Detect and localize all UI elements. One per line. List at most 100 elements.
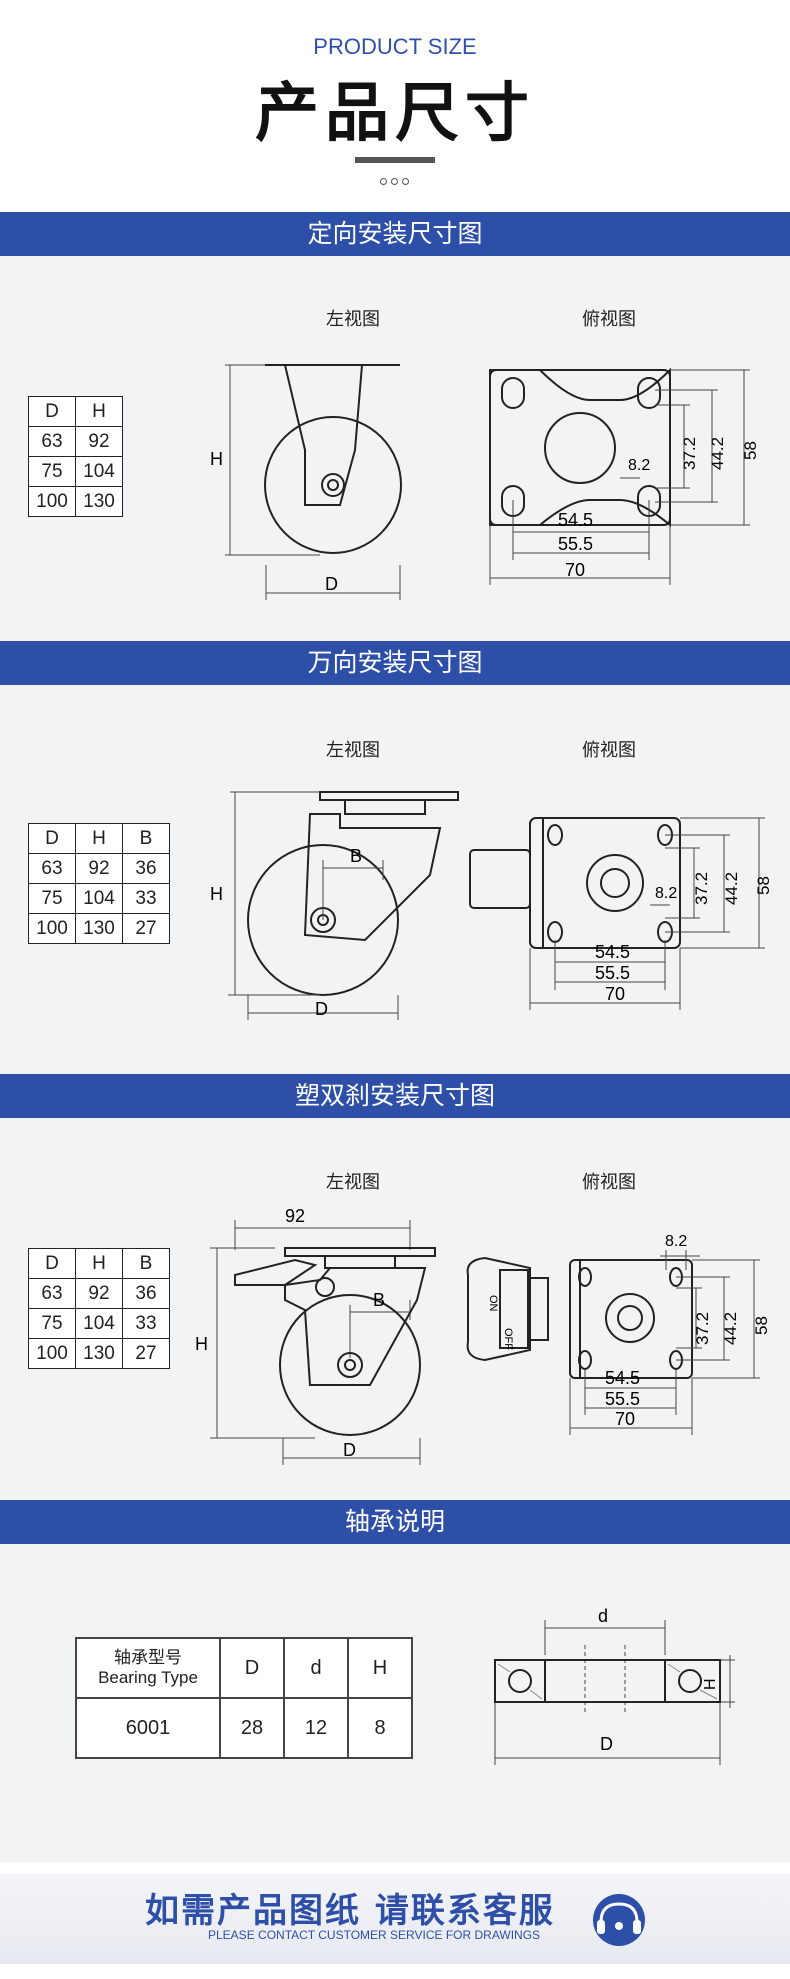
table-cell: 63 xyxy=(28,1278,76,1309)
brake-caster-side-drawing: 92 H D B xyxy=(195,1206,436,1465)
dim-label: 37.2 xyxy=(692,872,711,905)
dim-label: 37.2 xyxy=(693,1312,712,1345)
dim-label: 70 xyxy=(565,560,585,580)
dim-label: 54.5 xyxy=(605,1368,640,1388)
table-header: D xyxy=(28,1248,76,1279)
dim-label: 58 xyxy=(752,1316,770,1335)
table-cell: 104 xyxy=(75,456,123,487)
table-header: B xyxy=(122,1248,170,1279)
dim-label: 92 xyxy=(285,1206,305,1226)
table-cell: 33 xyxy=(122,1308,170,1339)
contact-text: 如需产品图纸 请联系客服 xyxy=(145,1891,555,1931)
table-cell: 75 xyxy=(28,1308,76,1339)
table-cell: 104 xyxy=(75,883,123,914)
title-underline xyxy=(355,157,435,163)
d-label: D xyxy=(343,1440,356,1460)
dim-label: 44.2 xyxy=(708,437,727,470)
h-label: H xyxy=(210,449,223,469)
table-cell: 75 xyxy=(28,456,76,487)
table-cell: 63 xyxy=(28,853,76,884)
table-cell: 36 xyxy=(122,1278,170,1309)
dim-label: 44.2 xyxy=(722,872,741,905)
page-title-en: PRODUCT SIZE xyxy=(313,34,477,59)
d-outer-label: D xyxy=(600,1734,613,1754)
dim-label: 8.2 xyxy=(628,457,650,474)
on-label: ON xyxy=(487,1295,499,1312)
bearing-type-header-en: Bearing Type xyxy=(98,1668,198,1687)
section-band-bearing: 轴承说明 xyxy=(0,1500,790,1544)
left-view-label: 左视图 xyxy=(326,1172,380,1193)
dim-label: 54.5 xyxy=(558,510,593,530)
fixed-caster-top-drawing: 54.5 55.5 70 8.2 37.2 44.2 58 xyxy=(489,367,760,585)
dim-label: 55.5 xyxy=(595,963,630,983)
bearing-table: 轴承型号 Bearing Type D d H 6001 28 12 8 xyxy=(75,1637,413,1759)
left-view-label: 左视图 xyxy=(326,740,380,761)
table-cell: 12 xyxy=(283,1697,349,1759)
brake-caster-top-drawing: ON OFF 54.5 55.5 70 8.2 37.2 44.2 58 xyxy=(466,1233,770,1435)
dim-label: 58 xyxy=(754,876,770,895)
page-title: 产品尺寸 xyxy=(255,77,535,151)
table-cell: 130 xyxy=(75,913,123,944)
swivel-caster-top-drawing: 54.5 55.5 70 8.2 37.2 44.2 58 xyxy=(469,817,770,1010)
dim-label: 55.5 xyxy=(558,534,593,554)
bearing-drawing: d D H xyxy=(494,1606,735,1765)
dim-label: 58 xyxy=(741,441,760,460)
table-cell: 92 xyxy=(75,1278,123,1309)
table-cell: 6001 xyxy=(75,1697,221,1759)
dim-label: 44.2 xyxy=(721,1312,740,1345)
dim-label: 8.2 xyxy=(665,1233,687,1250)
d-label: D xyxy=(315,999,328,1019)
table-cell: 27 xyxy=(122,913,170,944)
table-header: H xyxy=(75,1248,123,1279)
table-cell: 28 xyxy=(219,1697,285,1759)
section-band-fixed: 定向安装尺寸图 xyxy=(0,212,790,256)
b-label: B xyxy=(350,846,362,866)
table-cell: 130 xyxy=(75,1338,123,1369)
bearing-type-header-cn: 轴承型号 xyxy=(114,1648,182,1667)
table-cell: 63 xyxy=(28,426,76,457)
table-header: H xyxy=(347,1637,413,1699)
dim-label: 55.5 xyxy=(605,1389,640,1409)
table-cell: 100 xyxy=(28,1338,76,1369)
table-cell: 100 xyxy=(28,486,76,517)
dim-label: 8.2 xyxy=(655,885,677,902)
dim-label: 70 xyxy=(605,984,625,1004)
table-header: H xyxy=(75,823,123,854)
section-fixed xyxy=(0,256,790,641)
section-band-swivel: 万向安装尺寸图 xyxy=(0,641,790,685)
top-view-label: 俯视图 xyxy=(582,1172,636,1193)
table-cell: 104 xyxy=(75,1308,123,1339)
bearing-type-header: 轴承型号 Bearing Type xyxy=(75,1637,221,1699)
table-cell: 100 xyxy=(28,913,76,944)
h-label: H xyxy=(702,1678,719,1690)
section-band-brake: 塑双刹安装尺寸图 xyxy=(0,1074,790,1118)
table-cell: 92 xyxy=(75,853,123,884)
d-label: d xyxy=(598,1606,608,1626)
table-header: H xyxy=(75,396,123,427)
table-header: B xyxy=(122,823,170,854)
table-cell: 130 xyxy=(75,486,123,517)
table-header: d xyxy=(283,1637,349,1699)
d-label: D xyxy=(325,574,338,594)
table-header: D xyxy=(28,823,76,854)
table-cell: 8 xyxy=(347,1697,413,1759)
contact-text-en: PLEASE CONTACT CUSTOMER SERVICE FOR DRAW… xyxy=(208,1928,541,1942)
headset-icon xyxy=(593,1894,645,1946)
swivel-caster-side-drawing: H D B xyxy=(210,791,459,1020)
title-dots xyxy=(378,170,412,185)
page-header: PRODUCT SIZE 产品尺寸 xyxy=(0,0,790,212)
table-cell: 92 xyxy=(75,426,123,457)
table-header: D xyxy=(219,1637,285,1699)
dim-label: 37.2 xyxy=(680,437,699,470)
fixed-caster-side-drawing: H D xyxy=(210,364,402,600)
contact-banner[interactable] xyxy=(0,1874,790,1964)
table-cell: 36 xyxy=(122,853,170,884)
table-cell: 27 xyxy=(122,1338,170,1369)
dim-label: 54.5 xyxy=(595,942,630,962)
top-view-label: 俯视图 xyxy=(582,309,636,330)
table-cell: 33 xyxy=(122,883,170,914)
b-label: B xyxy=(373,1290,385,1310)
